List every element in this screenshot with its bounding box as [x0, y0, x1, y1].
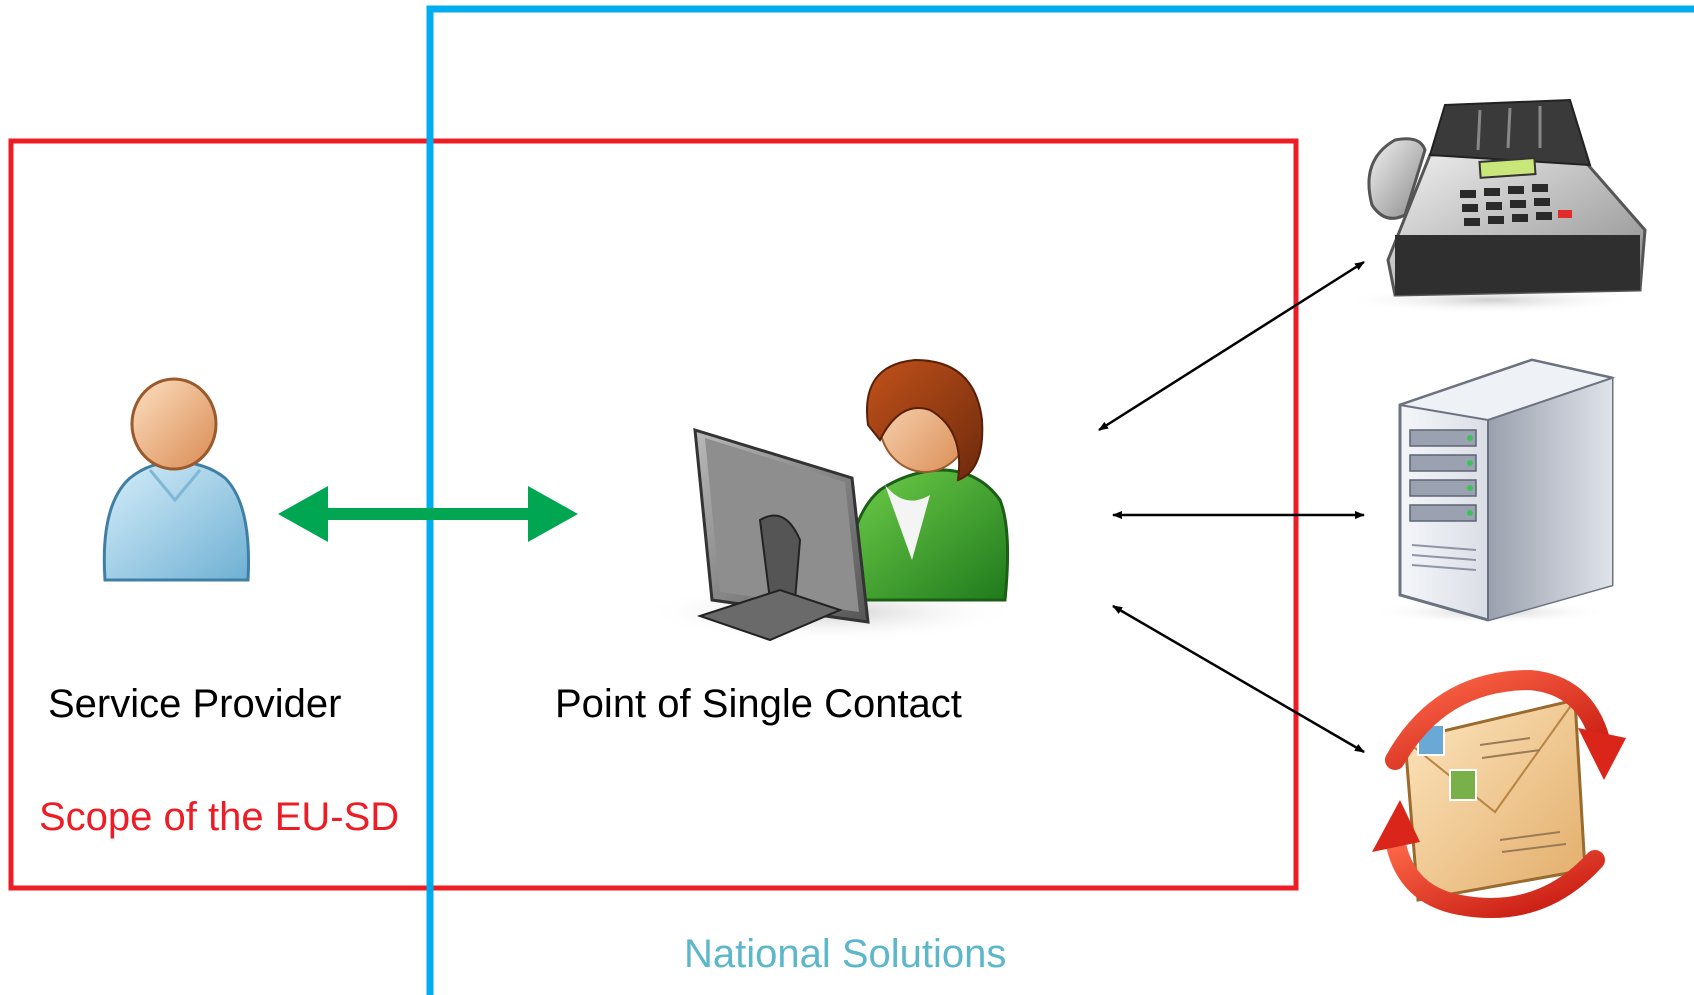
server-tower-icon — [1370, 358, 1616, 624]
national-frame — [426, 5, 1694, 995]
service-provider-label: Service Provider — [48, 682, 342, 726]
channel-arrow-fax — [1098, 260, 1365, 432]
operator-at-computer-icon — [640, 358, 1020, 642]
person-icon — [102, 377, 250, 582]
scope-label: Scope of the EU-SD — [39, 795, 400, 839]
national-solutions-label: National Solutions — [684, 932, 1007, 976]
channel-arrow-mail — [1112, 604, 1365, 754]
fax-machine-icon — [1340, 98, 1647, 314]
provider-psc-link-arrow — [278, 486, 578, 542]
point-of-single-contact-label: Point of Single Contact — [555, 682, 962, 726]
mail-sync-icon — [1372, 669, 1626, 918]
